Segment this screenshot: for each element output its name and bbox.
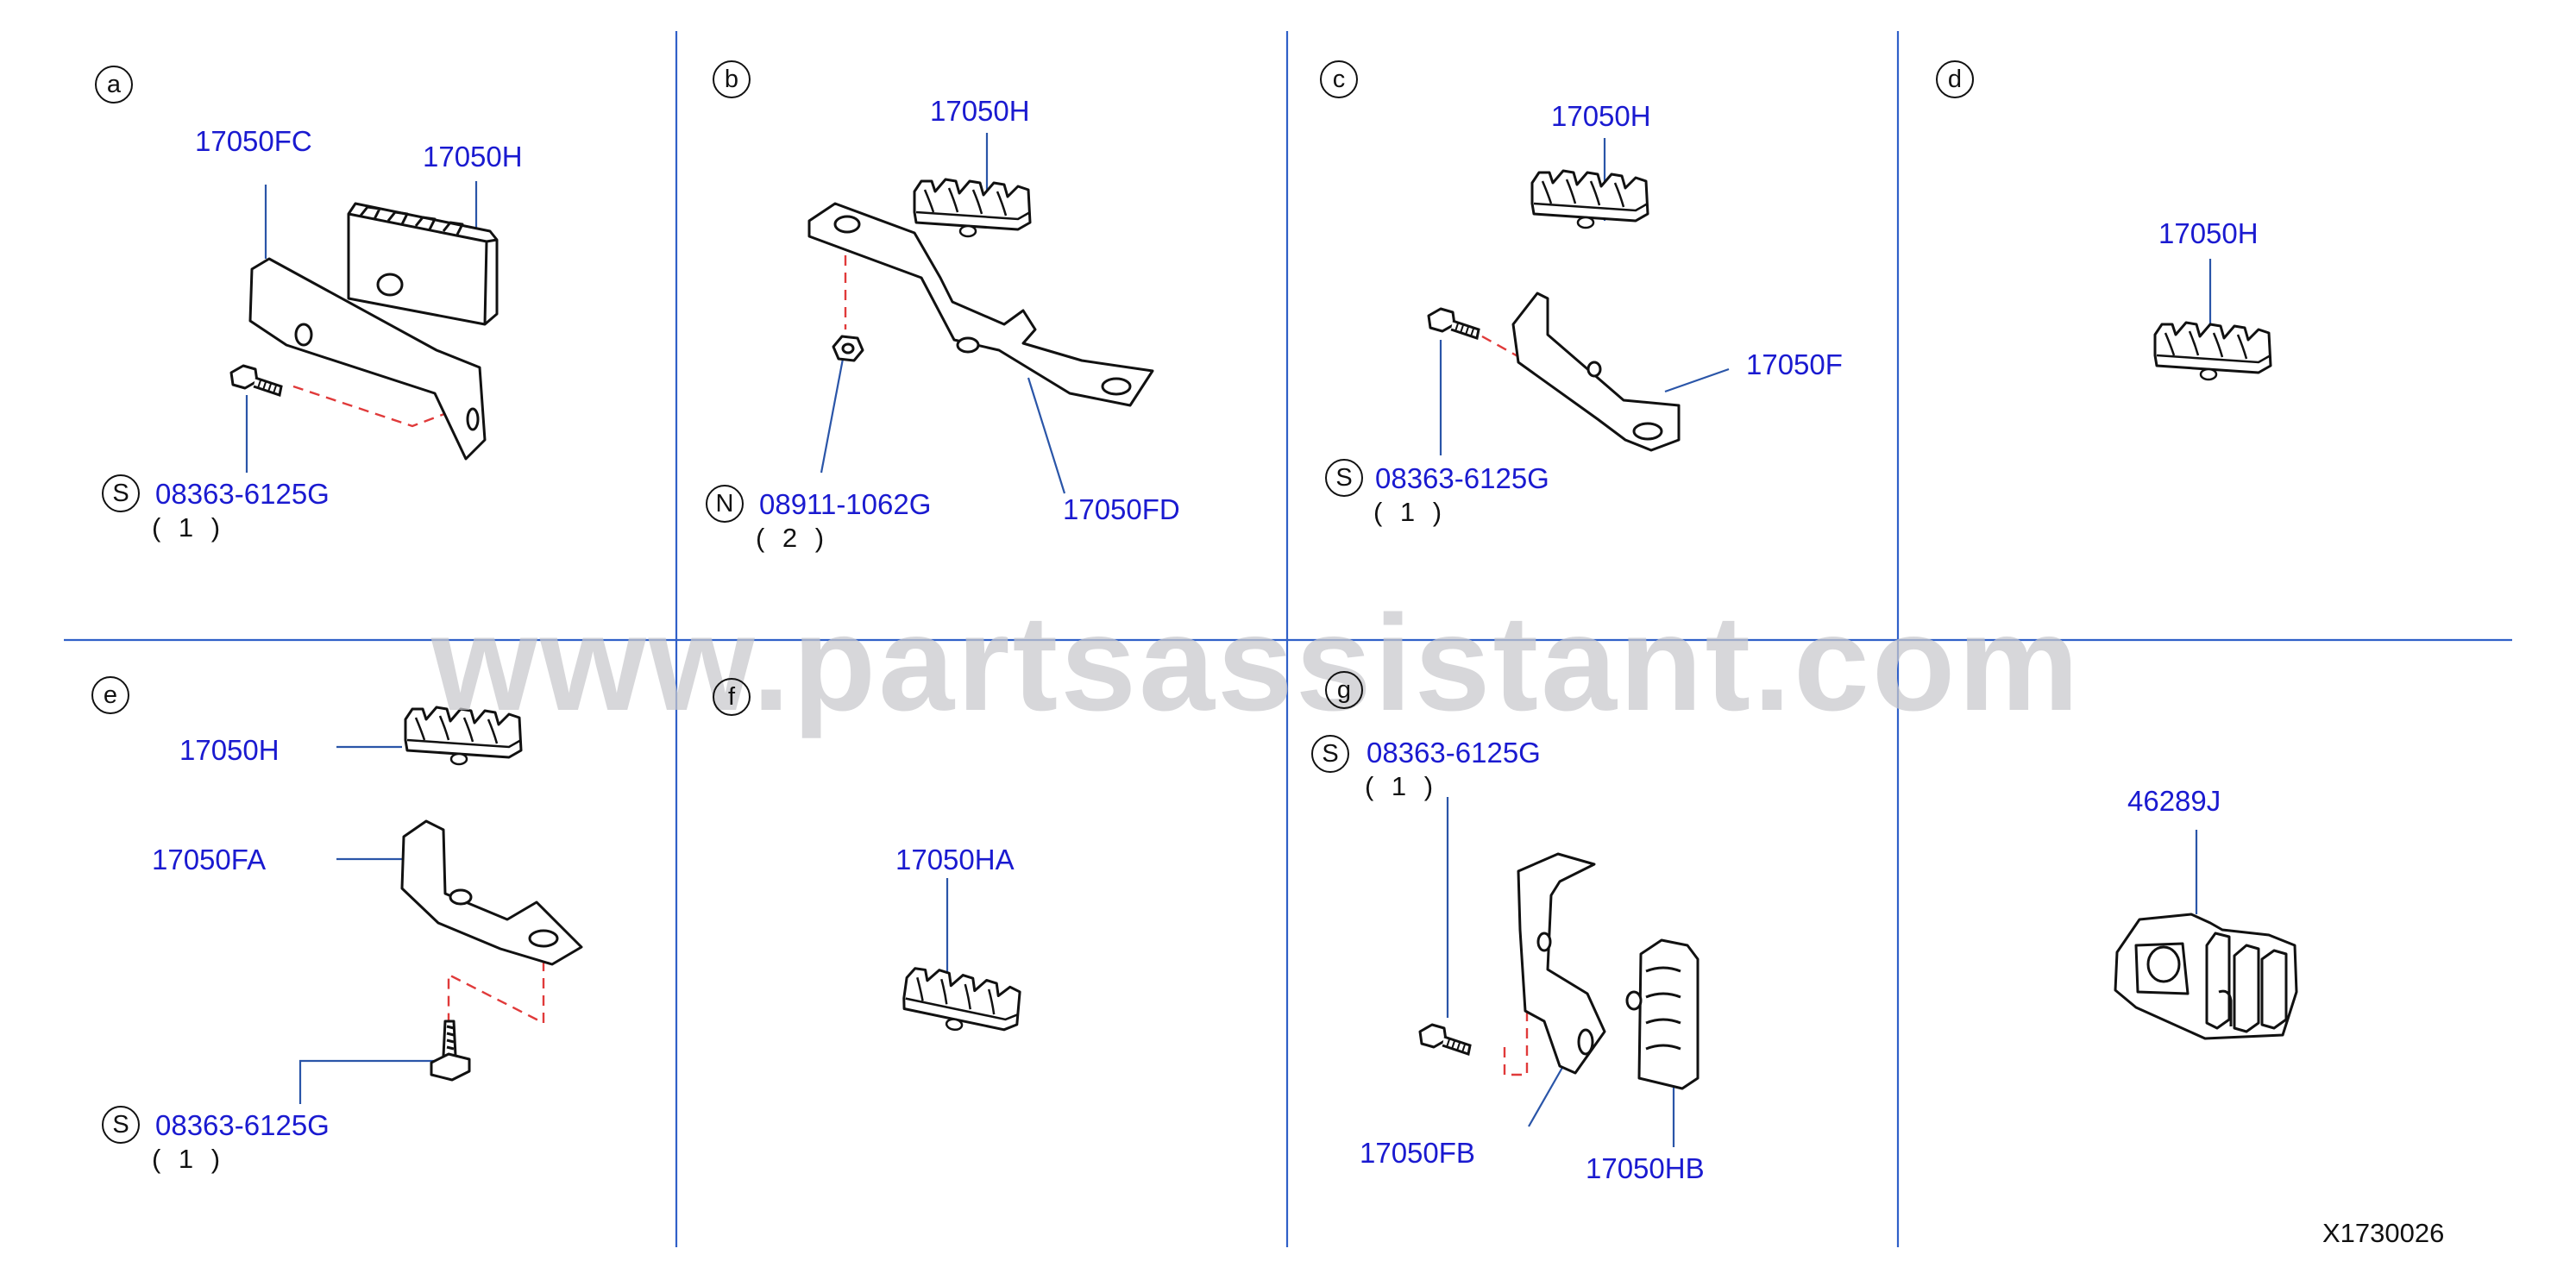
part-number-08911-1062G[interactable]: 08911-1062G xyxy=(759,488,932,520)
panel-letter-c: c xyxy=(1320,60,1358,98)
part-number-17050H-e[interactable]: 17050H xyxy=(179,734,280,766)
standard-part-symbol-c: S xyxy=(1325,459,1363,497)
part-number-17050H-b[interactable]: 17050H xyxy=(930,95,1030,127)
standard-part-symbol-a: S xyxy=(102,474,140,512)
part-number-17050H-d[interactable]: 17050H xyxy=(2158,217,2259,249)
part-number-17050FC[interactable]: 17050FC xyxy=(195,125,312,157)
part-number-46289J[interactable]: 46289J xyxy=(2127,785,2221,817)
part-number-08363-6125G-e[interactable]: 08363-6125G xyxy=(155,1109,330,1141)
panel-letter-e: e xyxy=(91,676,129,714)
quantity-a: ( 1 ) xyxy=(152,512,226,543)
part-number-17050HB[interactable]: 17050HB xyxy=(1586,1152,1705,1184)
part-number-08363-6125G-a[interactable]: 08363-6125G xyxy=(155,478,330,510)
part-number-08363-6125G-c[interactable]: 08363-6125G xyxy=(1375,462,1549,494)
panel-letter-f: f xyxy=(713,678,751,716)
panel-letter-d: d xyxy=(1936,60,1974,98)
watermark: www.partsassistant.com xyxy=(431,587,2082,739)
part-number-17050F[interactable]: 17050F xyxy=(1746,348,1843,380)
part-number-17050H-c[interactable]: 17050H xyxy=(1551,100,1651,132)
part-number-08363-6125G-g[interactable]: 08363-6125G xyxy=(1367,737,1541,769)
nut-symbol-b: N xyxy=(706,485,744,523)
panel-letter-a: a xyxy=(95,66,133,104)
quantity-c: ( 1 ) xyxy=(1373,497,1448,527)
quantity-e: ( 1 ) xyxy=(152,1144,226,1174)
part-number-17050FB[interactable]: 17050FB xyxy=(1360,1137,1475,1169)
panel-letter-b: b xyxy=(713,60,751,98)
part-number-17050FA[interactable]: 17050FA xyxy=(152,844,267,875)
diagram-reference-code: X1730026 xyxy=(2322,1218,2445,1248)
quantity-b: ( 2 ) xyxy=(756,523,830,553)
part-number-17050H-a[interactable]: 17050H xyxy=(423,141,523,173)
quantity-g: ( 1 ) xyxy=(1365,771,1439,801)
part-number-17050HA[interactable]: 17050HA xyxy=(895,844,1015,875)
part-number-17050FD[interactable]: 17050FD xyxy=(1063,493,1180,525)
panel-letter-g: g xyxy=(1325,671,1363,709)
standard-part-symbol-g: S xyxy=(1311,735,1349,773)
standard-part-symbol-e: S xyxy=(102,1106,140,1144)
